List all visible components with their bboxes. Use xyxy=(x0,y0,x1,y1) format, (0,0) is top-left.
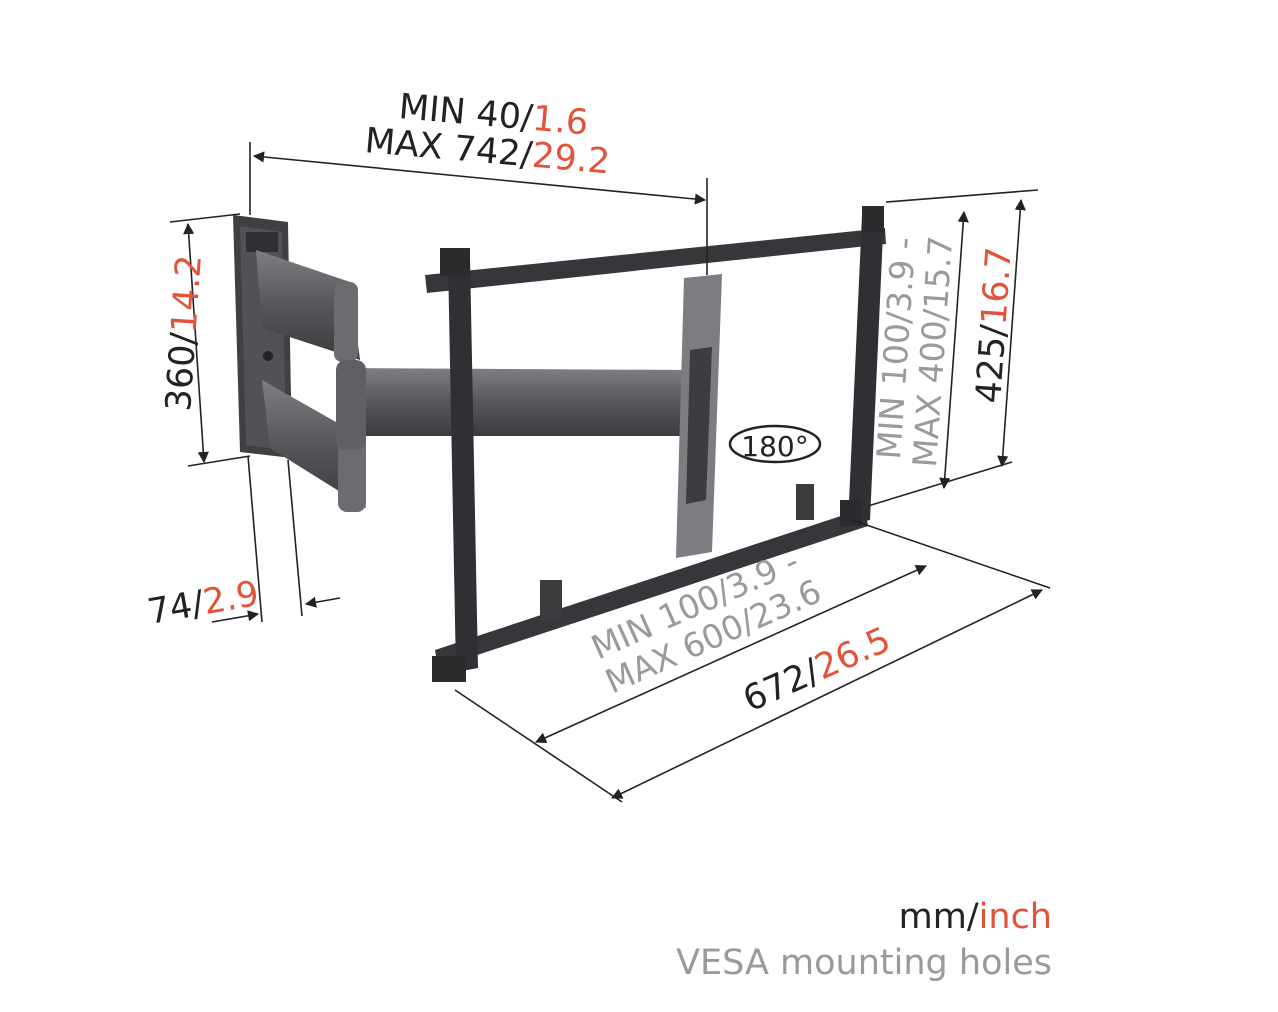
height-total-arrow xyxy=(997,198,1026,468)
frame-clip xyxy=(796,484,814,520)
extension-line xyxy=(851,519,1051,589)
plate-depth-in: 2.9 xyxy=(200,574,262,623)
legend-units-inch: inch xyxy=(979,897,1052,937)
frame-clip xyxy=(540,580,562,620)
width-total-in: 26.5 xyxy=(809,620,896,688)
legend-units: mm/inch xyxy=(899,897,1052,937)
height-wall-in: 14.2 xyxy=(165,254,210,335)
tv-center-plate-shade xyxy=(686,347,712,504)
extension-line xyxy=(187,455,251,467)
plate-depth-mm: 74/ xyxy=(145,584,208,633)
main-arm-link xyxy=(336,360,366,450)
extension-line xyxy=(247,455,263,623)
depth-top-min-in: 1.6 xyxy=(531,99,590,144)
depth-top-arrow xyxy=(252,151,707,205)
extension-line xyxy=(454,689,623,803)
extension-line xyxy=(169,213,241,223)
rotation-label: 180° xyxy=(741,430,808,463)
width-total-mm: 672/ xyxy=(737,652,825,721)
tv-frame-right-rail xyxy=(848,212,884,524)
lower-arm-joint xyxy=(338,430,366,512)
height-wall-arrow xyxy=(183,222,209,464)
legend-units-mm: mm/ xyxy=(899,897,979,937)
dimension-lines xyxy=(169,142,1051,803)
frame-hook xyxy=(840,500,862,526)
frame-hook xyxy=(432,656,466,682)
height-total-mm: 425/ xyxy=(969,323,1014,404)
height-total-label: 425/16.7 xyxy=(969,246,1020,405)
tv-frame-top-rail xyxy=(425,228,886,293)
plate-depth-label: 74/2.9 xyxy=(145,574,262,633)
wall-plate-bracket xyxy=(246,232,278,252)
height-total-in: 16.7 xyxy=(975,246,1020,327)
main-arm xyxy=(342,368,700,436)
wall-plate-hole xyxy=(263,351,273,361)
rotation-indicator: 180° xyxy=(728,424,822,464)
height-wall-label: 360/14.2 xyxy=(159,254,210,413)
frame-hook xyxy=(862,206,884,232)
depth-top-max-in: 29.2 xyxy=(530,136,611,183)
extension-line xyxy=(287,459,303,617)
plate-depth-arrow-left xyxy=(211,610,260,623)
upper-arm-joint xyxy=(334,282,358,362)
rotation-arrow-icon xyxy=(728,424,822,464)
height-wall-mm: 360/ xyxy=(159,331,204,412)
width-total-arrow xyxy=(610,589,1044,799)
plate-depth-arrow-right xyxy=(304,596,341,608)
extension-line xyxy=(885,189,1039,203)
tv-frame-left-rail xyxy=(448,258,478,672)
frame-hook xyxy=(440,248,470,276)
vesa-vertical-arrow xyxy=(939,210,969,490)
legend-vesa: VESA mounting holes xyxy=(676,943,1052,983)
legend: mm/inch VESA mounting holes xyxy=(676,897,1052,983)
